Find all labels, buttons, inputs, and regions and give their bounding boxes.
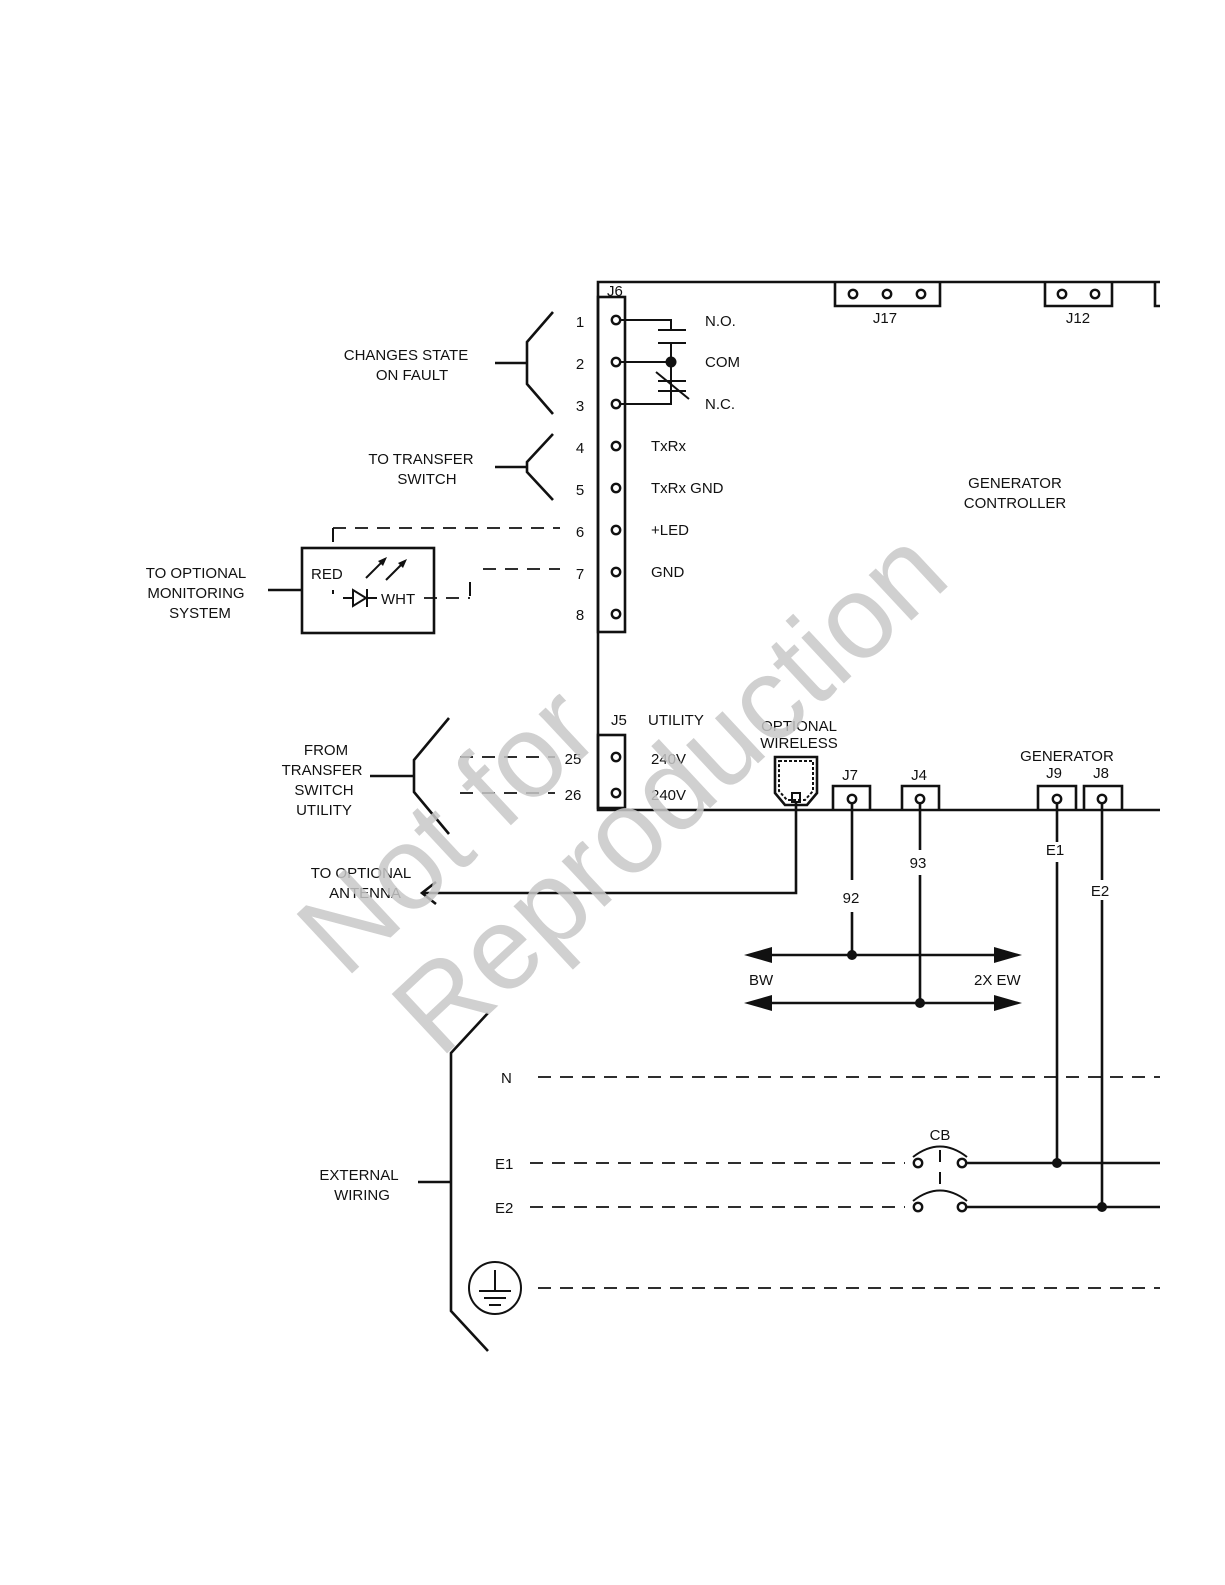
wire-e2-label: E2: [1091, 883, 1109, 900]
j6-terminals: [610, 314, 622, 620]
generator-controller-label: GENERATOR CONTROLLER: [964, 475, 1067, 512]
j12-label: J12: [1066, 310, 1090, 327]
external-wiring-group: EXTERNAL WIRING N E1 E2 CB: [319, 1012, 1160, 1352]
connector-j7: J7 92: [831, 767, 872, 955]
wire-92-label: 92: [843, 890, 860, 907]
e2-label: E2: [495, 1200, 513, 1217]
j9-label: J9: [1046, 765, 1062, 782]
j6-terminal-2: [610, 356, 622, 368]
cb-label: CB: [930, 1127, 951, 1144]
transfer-switch-group: TO TRANSFER SWITCH: [368, 433, 554, 501]
e1-label: E1: [495, 1156, 513, 1173]
from-transfer-label: TRANSFER: [282, 762, 363, 779]
optional-wireless-label: OPTIONAL: [761, 718, 837, 735]
j6-terminal-1: [610, 314, 622, 326]
connector-j17: J17: [833, 282, 942, 327]
led-red-label: RED: [311, 566, 343, 583]
j6-pin-name: N.C.: [705, 396, 735, 413]
external-wiring-label: WIRING: [334, 1187, 390, 1204]
j6-pin-number: 4: [576, 440, 584, 457]
wire-93-label: 93: [910, 855, 927, 872]
j6-terminal-6: [610, 524, 622, 536]
j5-pin-name: 240V: [651, 751, 686, 768]
j6-pin-name: COM: [705, 354, 740, 371]
neutral-label: N: [501, 1070, 512, 1087]
j6-terminal-3: [610, 398, 622, 410]
j6-pin-name: N.O.: [705, 313, 736, 330]
j6-terminal-5: [610, 482, 622, 494]
utility-input-group: FROM TRANSFER SWITCH UTILITY: [282, 717, 555, 835]
j7-label: J7: [842, 767, 858, 784]
j4-label: J4: [911, 767, 927, 784]
antenna-label: TO OPTIONAL: [311, 865, 412, 882]
external-wiring-label: EXTERNAL: [319, 1167, 398, 1184]
changes-state-label: ON FAULT: [376, 367, 448, 384]
optional-wireless-label: WIRELESS: [760, 735, 838, 752]
j6-pin-numbers: 1 2 3 4 5 6 7 8: [576, 314, 584, 624]
j6-pin-number: 1: [576, 314, 584, 331]
led-diode-icon: [332, 557, 407, 608]
to-transfer-switch-label: SWITCH: [397, 471, 456, 488]
wire-e1-label: E1: [1046, 842, 1064, 859]
utility-label: UTILITY: [648, 712, 704, 729]
monitoring-label: SYSTEM: [169, 605, 231, 622]
j5-pin-number: 26: [565, 787, 582, 804]
j6-pin-name: GND: [651, 564, 685, 581]
j5-pin-number: 25: [565, 751, 582, 768]
relay-contacts: [620, 319, 690, 405]
j6-pin-number: 7: [576, 566, 584, 583]
generator-connectors: GENERATOR J9 J8 E1 E2: [1020, 748, 1124, 1205]
j6-terminal-7: [610, 566, 622, 578]
optional-wireless-module: OPTIONAL WIRELESS TO OPTIONAL ANTENNA: [311, 718, 838, 906]
antenna-label: ANTENNA: [329, 885, 401, 902]
j6-pin-names: N.O. COM N.C. TxRx TxRx GND +LED GND: [651, 313, 740, 581]
connector-j4: J4 93: [900, 767, 941, 1003]
connector-j12: J12: [1043, 282, 1114, 327]
j8-label: J8: [1093, 765, 1109, 782]
ew-label: 2X EW: [974, 972, 1022, 989]
j17-label: J17: [873, 310, 897, 327]
j6-pin-number: 8: [576, 607, 584, 624]
to-transfer-switch-label: TO TRANSFER: [368, 451, 473, 468]
j6-pin-number: 5: [576, 482, 584, 499]
connector-j5: J5 UTILITY 25 26 240V 240V: [565, 712, 704, 810]
svg-text:GENERATOR: GENERATOR: [968, 475, 1062, 492]
j6-terminal-4: [610, 440, 622, 452]
from-transfer-label: UTILITY: [296, 802, 352, 819]
monitoring-led-module: RED WHT TO OPTIONAL MONITORING SYSTEM: [146, 527, 560, 635]
watermark: Not for Reproduction: [273, 504, 971, 1079]
bw-label: BW: [749, 972, 774, 989]
led-wht-label: WHT: [381, 591, 415, 608]
monitoring-label: MONITORING: [147, 585, 244, 602]
connector-partial: [1153, 282, 1160, 308]
generator-label: GENERATOR: [1020, 748, 1114, 765]
j5-label: J5: [611, 712, 627, 729]
changes-state-label: CHANGES STATE: [344, 347, 468, 364]
j6-pin-number: 6: [576, 524, 584, 541]
j6-pin-name: TxRx: [651, 438, 686, 455]
circuit-breaker-icon: CB: [912, 1127, 968, 1213]
j6-pin-number: 3: [576, 398, 584, 415]
j6-label: J6: [607, 283, 623, 300]
connector-j6: J6 1 2 3 4 5 6 7 8 N.O. COM N.C. TxRx Tx…: [576, 283, 740, 634]
svg-text:CONTROLLER: CONTROLLER: [964, 495, 1067, 512]
j6-pin-name: TxRx GND: [651, 480, 724, 497]
j6-pin-number: 2: [576, 356, 584, 373]
from-transfer-label: FROM: [304, 742, 348, 759]
fault-relay-group: CHANGES STATE ON FAULT: [344, 311, 554, 415]
bw-ew-arrows: BW 2X EW: [744, 947, 1022, 1011]
j5-pin-name: 240V: [651, 787, 686, 804]
from-transfer-label: SWITCH: [294, 782, 353, 799]
monitoring-label: TO OPTIONAL: [146, 565, 247, 582]
j6-terminal-8: [610, 608, 622, 620]
ground-icon: [468, 1261, 522, 1315]
j6-pin-name: +LED: [651, 522, 689, 539]
